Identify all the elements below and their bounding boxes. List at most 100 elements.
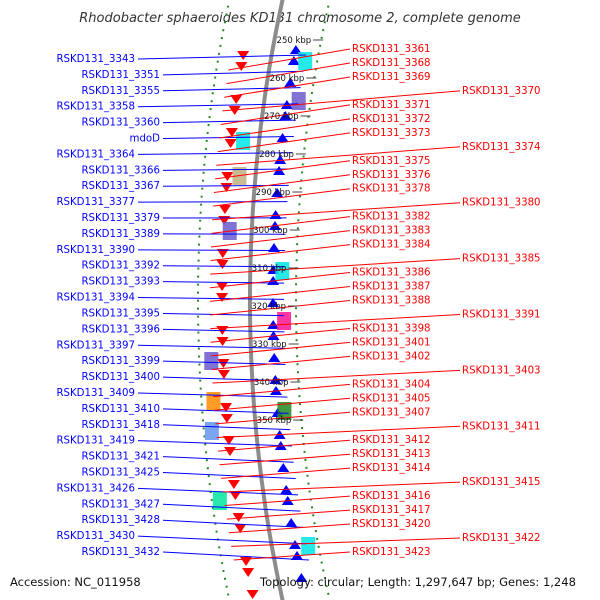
reverse-gene-label: RSKD131_3426 bbox=[56, 483, 135, 494]
forward-gene-label: RSKD131_3361 bbox=[352, 44, 431, 55]
reverse-gene-label: RSKD131_3430 bbox=[56, 531, 135, 542]
forward-gene-arrow bbox=[221, 172, 234, 181]
forward-gene-label: RSKD131_3386 bbox=[352, 268, 431, 279]
right-connector bbox=[210, 300, 351, 316]
scale-tick-label: 330 kbp bbox=[252, 340, 287, 350]
label-layer: RSKD131_3343RSKD131_3351RSKD131_3355RSKD… bbox=[56, 44, 540, 558]
right-connector bbox=[224, 76, 351, 98]
feature-block bbox=[291, 92, 306, 110]
right-connector bbox=[228, 523, 351, 534]
reverse-gene-arrow bbox=[267, 298, 280, 307]
forward-gene-label: RSKD131_3372 bbox=[352, 114, 431, 125]
forward-gene-arrow bbox=[228, 106, 241, 115]
forward-gene-label: RSKD131_3411 bbox=[462, 421, 541, 432]
forward-gene-arrow bbox=[230, 95, 243, 104]
forward-gene-arrow bbox=[216, 249, 229, 258]
right-connector bbox=[224, 495, 351, 507]
forward-gene-arrow bbox=[237, 51, 250, 60]
forward-gene-arrow bbox=[217, 359, 230, 368]
forward-gene-arrow bbox=[216, 293, 229, 302]
reverse-gene-arrow bbox=[267, 320, 280, 329]
scale-tick-label: 300 kbp bbox=[253, 226, 288, 236]
forward-gene-arrow bbox=[229, 491, 242, 500]
forward-gene-arrow bbox=[225, 128, 238, 137]
reverse-gene-label: RSKD131_3393 bbox=[81, 277, 160, 288]
feature-block bbox=[277, 312, 292, 330]
reverse-gene-label: RSKD131_3399 bbox=[81, 356, 160, 367]
scale-tick-label: 250 kbp bbox=[277, 36, 312, 46]
forward-gene-label: RSKD131_3382 bbox=[352, 212, 431, 223]
feature-block bbox=[277, 402, 292, 420]
reverse-gene-label: RSKD131_3390 bbox=[56, 245, 135, 256]
scale-tick-label: 310 kbp bbox=[252, 264, 287, 274]
scale-tick-label: 280 kbp bbox=[259, 150, 294, 160]
right-connector bbox=[220, 104, 351, 125]
forward-gene-label: RSKD131_3378 bbox=[352, 184, 431, 195]
forward-gene-label: RSKD131_3405 bbox=[352, 393, 431, 404]
reverse-gene-arrow bbox=[279, 111, 292, 120]
scale-tick-label: 270 kbp bbox=[264, 112, 299, 122]
forward-gene-label: RSKD131_3398 bbox=[352, 323, 431, 334]
inner-scale-ring bbox=[295, 0, 331, 600]
left-connector bbox=[137, 487, 299, 496]
right-connector bbox=[215, 160, 351, 180]
right-connector bbox=[211, 355, 351, 370]
left-connector bbox=[137, 535, 306, 545]
left-connector bbox=[162, 70, 304, 76]
left-connector bbox=[162, 519, 304, 528]
reverse-gene-label: RSKD131_3400 bbox=[81, 372, 160, 383]
forward-gene-label: RSKD131_3413 bbox=[352, 449, 431, 460]
reverse-gene-arrow bbox=[269, 210, 282, 219]
right-connector bbox=[226, 62, 351, 85]
forward-gene-label: RSKD131_3391 bbox=[462, 309, 541, 320]
reverse-gene-label: RSKD131_3394 bbox=[56, 293, 135, 304]
reverse-gene-arrow bbox=[287, 56, 300, 65]
forward-gene-label: RSKD131_3415 bbox=[462, 477, 541, 488]
reverse-gene-arrow bbox=[267, 243, 280, 252]
reverse-gene-label: RSKD131_3379 bbox=[81, 213, 160, 224]
forward-gene-arrow bbox=[217, 370, 230, 379]
left-connector bbox=[137, 201, 288, 203]
forward-gene-arrow bbox=[220, 403, 233, 412]
left-connector bbox=[162, 328, 285, 333]
scale-tick-label: 260 kbp bbox=[270, 74, 305, 84]
right-connector bbox=[216, 425, 461, 438]
reverse-gene-label: RSKD131_3343 bbox=[56, 54, 135, 65]
right-connector bbox=[211, 341, 351, 357]
feature-block bbox=[236, 132, 251, 150]
reverse-gene-label: RSKD131_3418 bbox=[81, 420, 160, 431]
right-connector bbox=[215, 411, 351, 425]
forward-gene-label: RSKD131_3371 bbox=[352, 100, 431, 111]
forward-gene-arrow bbox=[218, 205, 231, 214]
forward-gene-label: RSKD131_3420 bbox=[352, 519, 431, 530]
reverse-gene-label: RSKD131_3367 bbox=[81, 181, 160, 192]
right-connector bbox=[219, 118, 351, 139]
forward-gene-arrow bbox=[220, 414, 233, 423]
reverse-gene-label: RSKD131_3432 bbox=[81, 547, 160, 558]
forward-gene-label: RSKD131_3403 bbox=[462, 365, 541, 376]
right-connector bbox=[231, 537, 461, 547]
right-connector bbox=[222, 90, 461, 112]
forward-gene-arrow bbox=[232, 513, 245, 522]
reverse-gene-arrow bbox=[267, 331, 280, 340]
left-connector bbox=[162, 471, 296, 480]
reverse-gene-label: RSKD131_3360 bbox=[81, 118, 160, 129]
reverse-gene-arrow bbox=[284, 78, 297, 87]
forward-gene-arrow bbox=[246, 590, 259, 599]
right-connector bbox=[210, 327, 351, 343]
right-connector bbox=[233, 551, 351, 561]
reverse-gene-arrow bbox=[270, 386, 283, 395]
left-connector bbox=[162, 312, 285, 317]
reverse-gene-arrow bbox=[289, 45, 302, 54]
scale-tick-label: 290 kbp bbox=[256, 188, 291, 198]
right-connector bbox=[213, 383, 351, 398]
reverse-gene-label: RSKD131_3410 bbox=[81, 404, 160, 415]
right-connector bbox=[219, 453, 351, 466]
forward-gene-label: RSKD131_3383 bbox=[352, 226, 431, 237]
reverse-gene-label: RSKD131_3392 bbox=[81, 261, 160, 272]
left-connector bbox=[137, 152, 293, 155]
right-connector bbox=[213, 188, 351, 207]
reverse-gene-arrow bbox=[276, 133, 289, 142]
left-connector bbox=[137, 392, 288, 398]
right-connector bbox=[216, 146, 461, 166]
